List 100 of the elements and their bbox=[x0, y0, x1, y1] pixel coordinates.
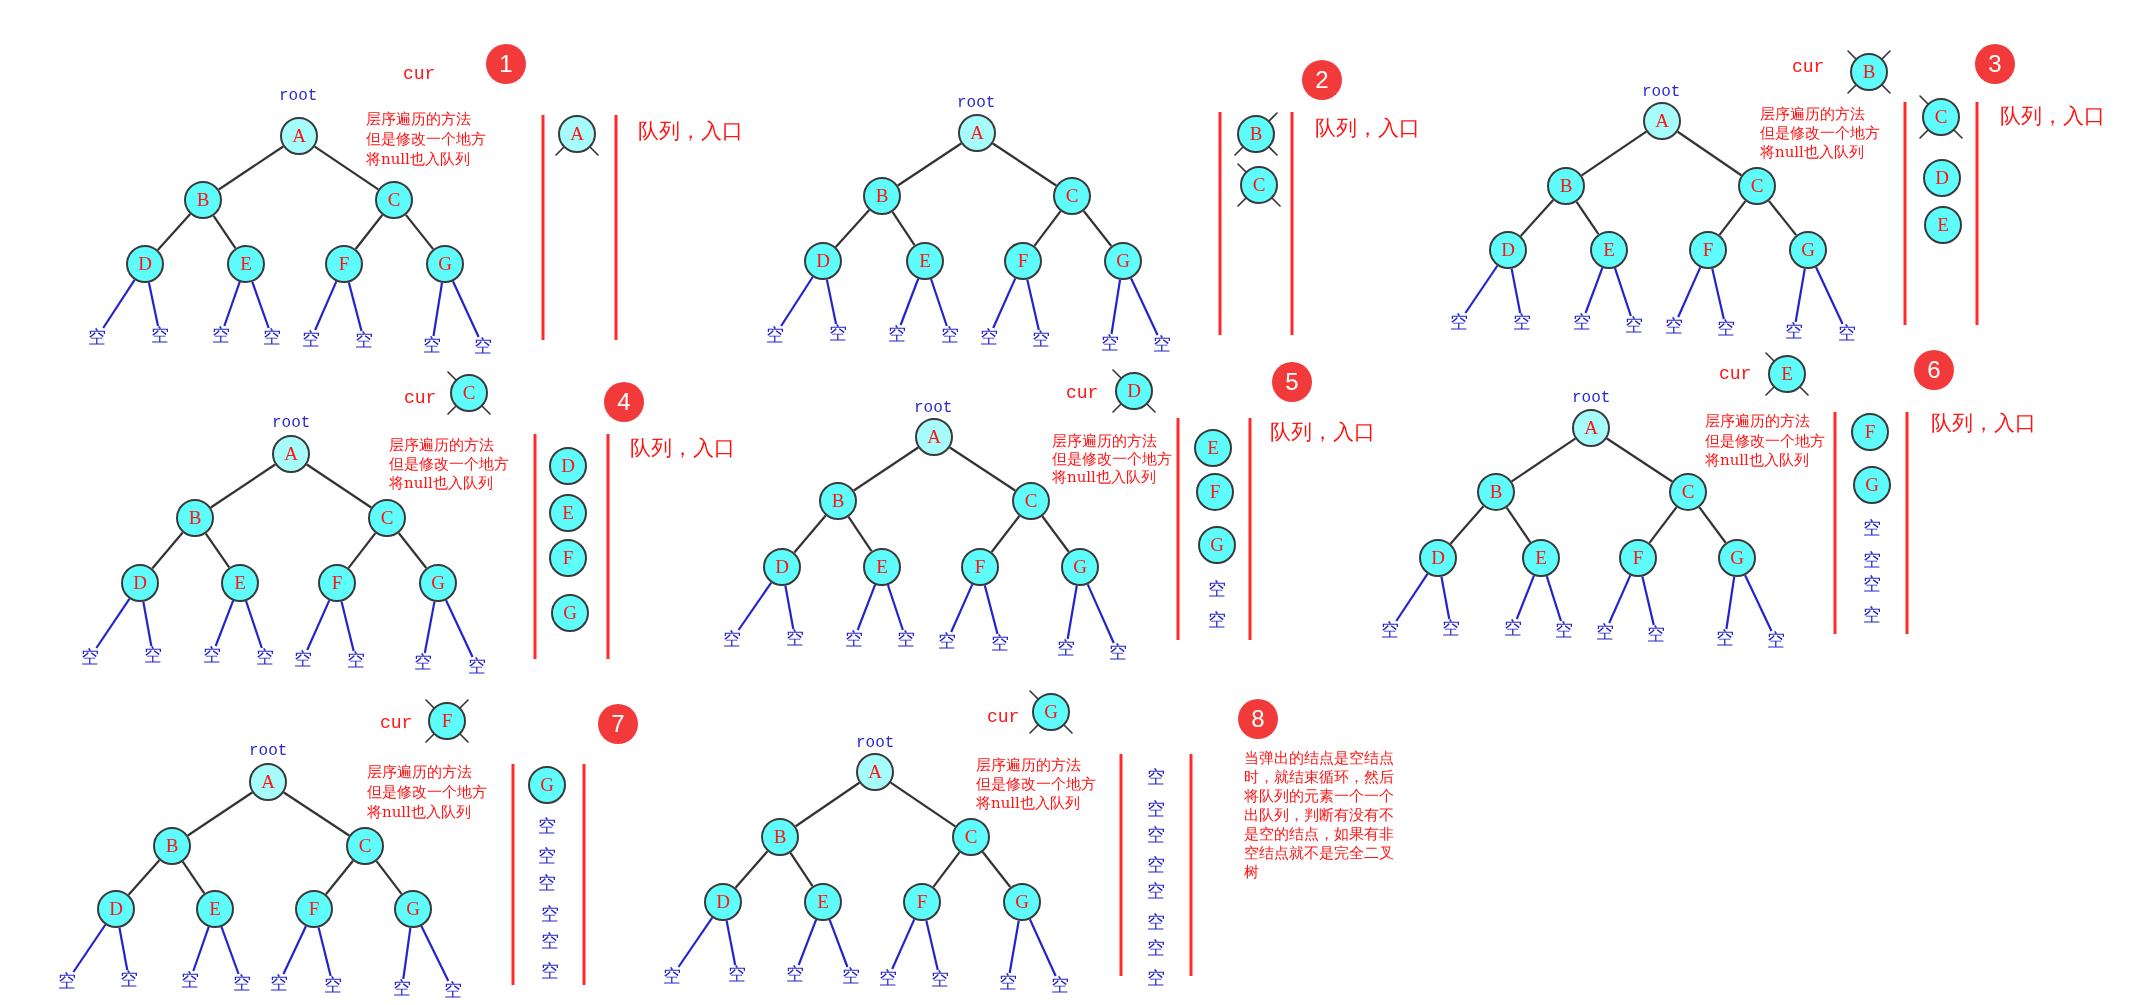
branch-line bbox=[1028, 918, 1057, 977]
queue-node: E bbox=[1924, 206, 1962, 244]
note-text: 将null也入队列 bbox=[367, 803, 471, 821]
step-number-badge: 2 bbox=[1302, 60, 1342, 100]
tree-node: B bbox=[761, 818, 799, 856]
null-leaf-label: 空 bbox=[1647, 624, 1665, 644]
branch-line bbox=[220, 926, 240, 975]
null-leaf-label: 空 bbox=[663, 966, 681, 986]
tree-node: G bbox=[394, 890, 432, 928]
tree-node: B bbox=[1477, 473, 1515, 511]
tree-node: B bbox=[176, 499, 214, 537]
current-node: E bbox=[1768, 355, 1806, 393]
branch-line bbox=[780, 276, 814, 327]
branch-line bbox=[1395, 573, 1429, 622]
tree-node: A bbox=[272, 435, 310, 473]
null-leaf-label: 空 bbox=[845, 629, 863, 649]
branch-line bbox=[251, 281, 270, 329]
note-text: 层序遍历的方法 bbox=[366, 110, 471, 128]
null-leaf-label: 空 bbox=[1504, 618, 1522, 638]
queue-null-label: 空 bbox=[541, 961, 559, 981]
queue-node: F bbox=[549, 539, 587, 577]
branch-line bbox=[932, 851, 961, 888]
tree-node: F bbox=[1689, 231, 1727, 269]
branch-line bbox=[1794, 268, 1806, 323]
branch-line bbox=[1510, 268, 1522, 314]
branch-line bbox=[1718, 200, 1747, 236]
queue-node: C bbox=[1240, 166, 1278, 204]
note-text: 层序遍历的方法 bbox=[1705, 412, 1810, 430]
tree-node: E bbox=[906, 242, 944, 280]
null-leaf-label: 空 bbox=[1442, 618, 1460, 638]
queue-null-label: 空 bbox=[1208, 610, 1226, 630]
note-text: 但是修改一个地方 bbox=[1760, 124, 1880, 142]
branch-line bbox=[992, 277, 1017, 329]
cur-label: cur bbox=[1719, 363, 1752, 385]
current-node: B bbox=[1850, 53, 1888, 91]
null-leaf-label: 空 bbox=[263, 327, 281, 347]
branch-line bbox=[282, 925, 307, 975]
tree-node: E bbox=[863, 548, 901, 586]
null-leaf-label: 空 bbox=[999, 972, 1017, 992]
branch-line bbox=[1606, 437, 1673, 483]
tree-node: G bbox=[1718, 539, 1756, 577]
queue-null-label: 空 bbox=[1863, 574, 1881, 594]
branch-line bbox=[375, 860, 403, 895]
current-node: D bbox=[1115, 372, 1153, 410]
tree-node: B bbox=[1547, 167, 1585, 205]
branch-line bbox=[1768, 200, 1797, 236]
tree-node: A bbox=[958, 114, 996, 152]
queue-null-label: 空 bbox=[1863, 550, 1881, 570]
note-text: 层序遍历的方法 bbox=[367, 763, 472, 781]
tree-node: E bbox=[804, 883, 842, 921]
branch-line bbox=[156, 213, 192, 251]
root-label: root bbox=[957, 94, 996, 113]
branch-line bbox=[828, 919, 849, 968]
branch-line bbox=[347, 532, 377, 569]
root-label: root bbox=[272, 414, 311, 433]
root-label: root bbox=[1642, 83, 1681, 102]
null-leaf-label: 空 bbox=[88, 327, 106, 347]
note-text: 层序遍历的方法 bbox=[1052, 432, 1157, 450]
null-leaf-label: 空 bbox=[991, 633, 1009, 653]
queue-node: G bbox=[1853, 466, 1891, 504]
null-leaf-label: 空 bbox=[1101, 333, 1119, 353]
note-text: 但是修改一个地方 bbox=[366, 130, 486, 148]
null-leaf-label: 空 bbox=[256, 647, 274, 667]
branch-line bbox=[1744, 574, 1773, 632]
tree-node: G bbox=[426, 245, 464, 283]
branch-line bbox=[789, 852, 814, 887]
branch-line bbox=[1066, 585, 1078, 640]
queue-node: E bbox=[549, 494, 587, 532]
step-number-badge: 3 bbox=[1975, 44, 2015, 84]
branch-line bbox=[899, 278, 920, 326]
step-number-badge: 1 bbox=[486, 44, 526, 84]
branch-line bbox=[314, 280, 338, 331]
branch-line bbox=[1110, 279, 1122, 335]
null-leaf-label: 空 bbox=[444, 980, 462, 1000]
queue-node: F bbox=[1196, 473, 1234, 511]
null-leaf-label: 空 bbox=[324, 975, 342, 995]
null-leaf-label: 空 bbox=[829, 323, 847, 343]
branch-line bbox=[897, 142, 962, 187]
tree-node: D bbox=[763, 548, 801, 586]
tree-node: G bbox=[1789, 231, 1827, 269]
note-text: 层序遍历的方法 bbox=[976, 756, 1081, 774]
null-leaf-label: 空 bbox=[980, 327, 998, 347]
tree-node: A bbox=[915, 418, 953, 456]
branch-line bbox=[423, 601, 436, 654]
tree-node: C bbox=[1669, 473, 1707, 511]
queue-null-label: 空 bbox=[538, 846, 556, 866]
tree-node: C bbox=[346, 827, 384, 865]
queue-null-label: 空 bbox=[1147, 855, 1165, 875]
branch-line bbox=[95, 598, 131, 649]
note-text: 层序遍历的方法 bbox=[1760, 105, 1865, 123]
branch-line bbox=[847, 516, 873, 552]
tree-node: G bbox=[1061, 548, 1099, 586]
root-label: root bbox=[1572, 389, 1611, 408]
branch-line bbox=[223, 281, 241, 327]
cur-label: cur bbox=[403, 63, 436, 85]
branch-line bbox=[187, 791, 253, 837]
queue-entrance-label: 队列，入口 bbox=[1930, 411, 2036, 436]
null-leaf-label: 空 bbox=[120, 969, 138, 989]
branch-line bbox=[245, 600, 263, 649]
branch-line bbox=[1082, 210, 1113, 247]
